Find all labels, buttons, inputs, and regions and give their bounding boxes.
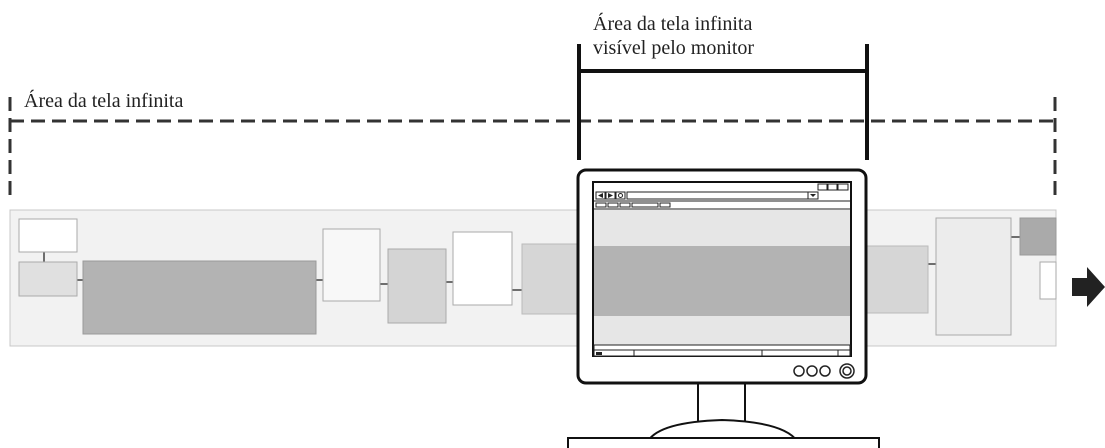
toolbar-tab-5	[659, 202, 671, 208]
block-light-small	[18, 261, 78, 297]
viewport-band-dark	[594, 246, 850, 316]
status-indicator	[596, 352, 602, 355]
window-minimize-button	[817, 183, 828, 191]
circle-button-icon	[806, 365, 818, 377]
block-white-tall	[322, 228, 381, 302]
refresh-button	[615, 191, 626, 200]
block-white	[452, 231, 513, 306]
connector-lines	[43, 236, 1020, 291]
power-button-icon	[839, 363, 855, 379]
toolbar-tab-3	[619, 202, 631, 208]
window-maximize-button	[827, 183, 838, 191]
monitor-base	[567, 437, 880, 448]
viewport-band-bottom	[594, 316, 850, 345]
toolbar-tab-4	[631, 202, 659, 208]
visible-area-bracket	[577, 44, 869, 160]
monitor-buttons	[793, 363, 855, 379]
browser-glyphs	[598, 193, 816, 198]
window-close-button	[837, 183, 849, 191]
browser-statusbar	[593, 344, 851, 357]
block-light-left-of-monitor	[521, 243, 583, 315]
block-dark-small	[1019, 217, 1057, 256]
block-mid	[387, 248, 447, 324]
block-light-tall	[935, 217, 1012, 336]
block-light-right-of-monitor	[865, 245, 929, 314]
viewport-band-top	[594, 210, 850, 246]
block-white-edge	[1039, 261, 1057, 300]
visible-area-label-line2: visível pelo monitor	[593, 37, 755, 59]
toolbar-tab-2	[607, 202, 619, 208]
visible-area-label-line1: Área da tela infinita	[593, 13, 753, 35]
canvas-blocks	[18, 217, 1057, 336]
address-bar	[626, 191, 819, 200]
monitor-base-top	[646, 418, 799, 442]
power-button-inner	[842, 366, 852, 376]
toolbar-tab-1	[595, 202, 607, 208]
circle-button-icon	[819, 365, 831, 377]
infinite-area-bracket	[8, 97, 1057, 202]
circle-button-icon	[793, 365, 805, 377]
monitor-icon	[567, 168, 880, 448]
block-white-small	[18, 218, 78, 253]
infinite-area-label: Área da tela infinita	[24, 90, 184, 112]
right-arrow-icon	[1072, 267, 1105, 307]
monitor-neck	[697, 383, 746, 423]
block-dark-large	[82, 260, 317, 335]
